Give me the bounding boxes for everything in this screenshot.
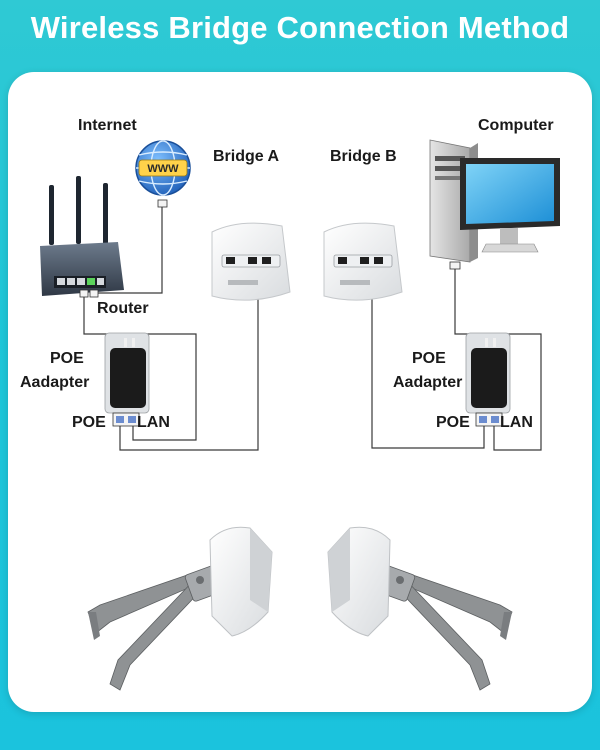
cable-internet-router bbox=[94, 207, 163, 294]
label-aadapter-left: Aadapter bbox=[20, 374, 90, 391]
bridge-b-icon bbox=[323, 222, 403, 301]
poe-adapter-left-icon bbox=[104, 332, 150, 427]
label-lan-port-right: LAN bbox=[500, 414, 533, 431]
router-icon bbox=[40, 176, 124, 298]
label-poe-right: POE bbox=[412, 350, 446, 367]
cable-router-poe-left bbox=[83, 296, 197, 441]
cable-bridge-b-poe-right bbox=[371, 294, 485, 449]
page-title: Wireless Bridge Connection Method bbox=[30, 10, 570, 45]
cable-poe-right-computer bbox=[454, 268, 542, 451]
label-lan-port-left: LAN bbox=[137, 414, 170, 431]
label-aadapter-right: Aadapter bbox=[393, 374, 463, 391]
poe-adapter-right-icon bbox=[465, 332, 511, 427]
label-poe-left: POE bbox=[50, 350, 84, 367]
bridge-a-icon bbox=[211, 222, 291, 301]
mounted-bridge-left-icon bbox=[87, 526, 273, 691]
label-bridge-a: Bridge A bbox=[213, 148, 280, 165]
computer-icon bbox=[429, 139, 560, 270]
label-internet: Internet bbox=[78, 117, 137, 134]
www-text: WWW bbox=[147, 163, 179, 175]
cable-poe-left-bridge-a bbox=[119, 294, 259, 451]
mounted-bridge-right-icon bbox=[327, 526, 513, 691]
label-poe-port-right: POE bbox=[436, 414, 470, 431]
label-bridge-b: Bridge B bbox=[330, 148, 397, 165]
label-poe-port-left: POE bbox=[72, 414, 106, 431]
label-computer: Computer bbox=[478, 117, 554, 134]
label-router: Router bbox=[97, 300, 149, 317]
internet-globe-icon: WWW bbox=[135, 140, 191, 208]
cables bbox=[83, 207, 542, 451]
